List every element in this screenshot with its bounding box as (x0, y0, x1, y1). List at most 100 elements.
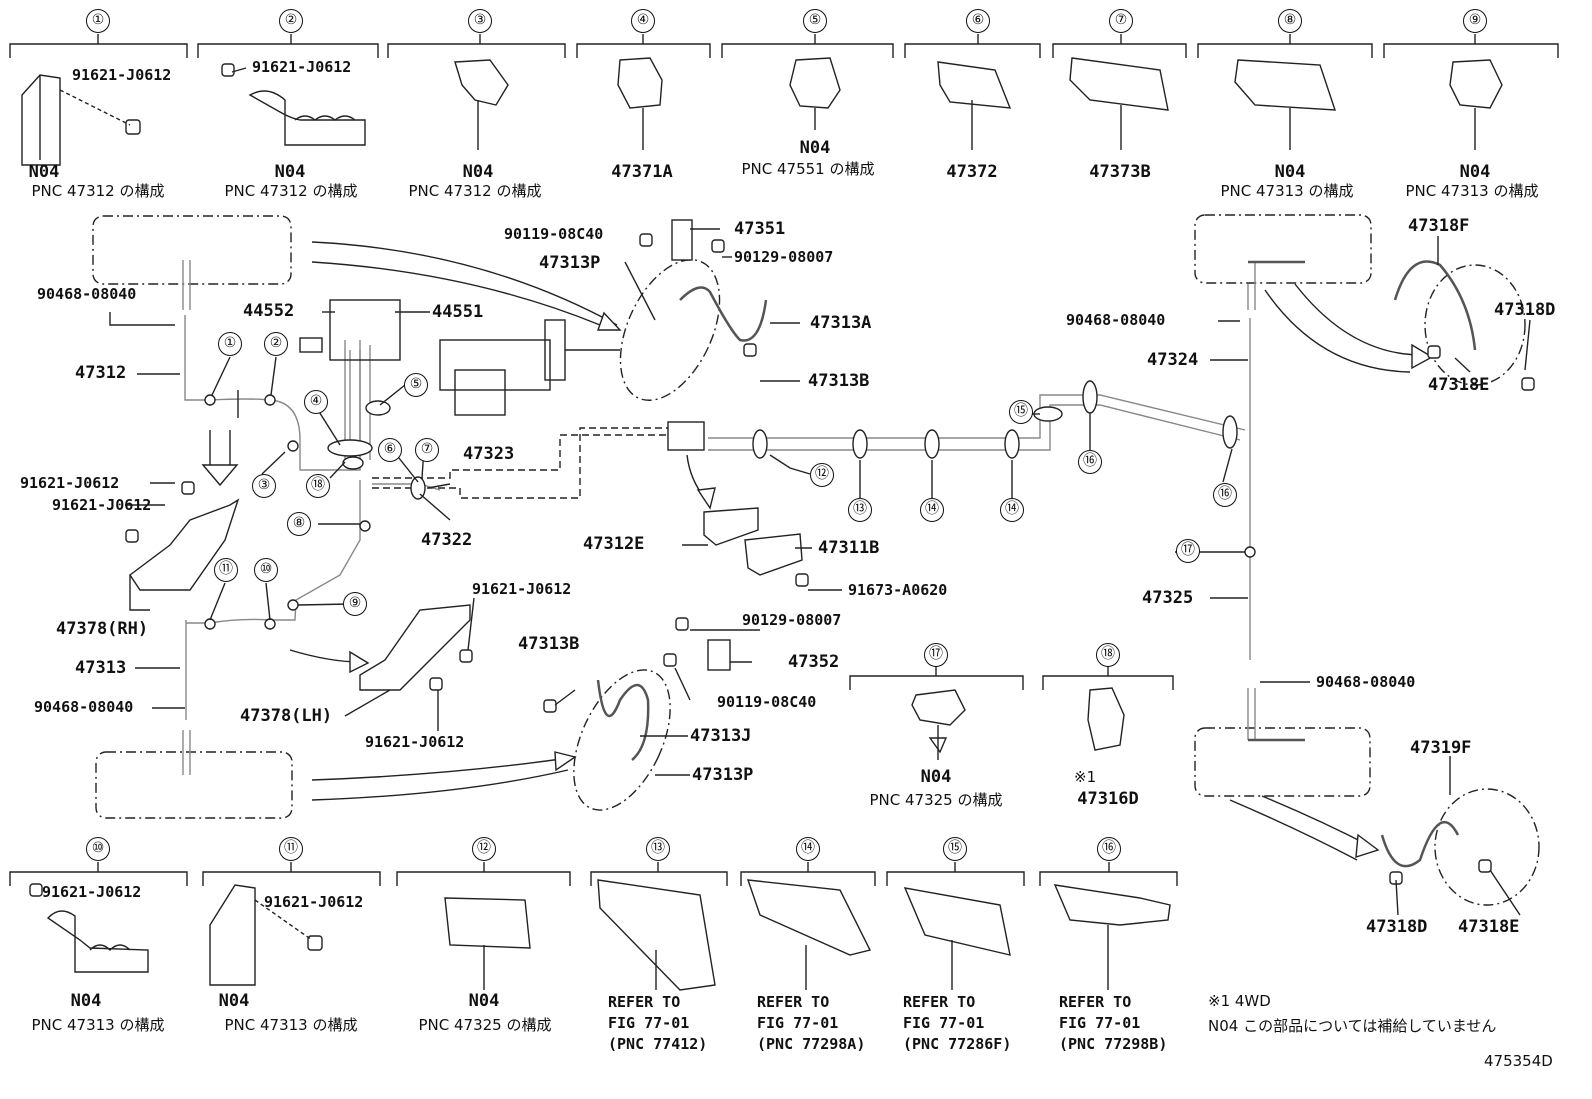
index-marker-8: ⑧ (1278, 9, 1302, 33)
index-marker-10: ⑩ (86, 837, 110, 861)
part-callout: 47313B (808, 371, 870, 391)
part-number-label: 91621-J0612 (42, 883, 142, 901)
part-callout: 91621-J0612 (472, 580, 572, 598)
brake-actuator-sketch (299, 299, 620, 416)
part-callout: 47318F (1408, 216, 1470, 236)
part-callout: 47313P (539, 253, 601, 273)
pnc-caption: PNC 47312 の構成 (31, 182, 165, 200)
part-code-label: N04 (468, 991, 500, 1011)
clip-ref-marker: ⑩ (254, 558, 278, 582)
leader-lines (109, 228, 1531, 916)
part-code-label: N04 (218, 991, 250, 1011)
part-code-label: N04 (28, 162, 60, 182)
part-code-label: N04 (70, 991, 102, 1011)
part-callout: 47311B (818, 538, 880, 558)
refer-to-note: REFER TO FIG 77-01 (PNC 77298B) (1059, 993, 1168, 1053)
clip-ref-marker: ⑦ (415, 438, 439, 462)
index-marker-7: ⑦ (1109, 9, 1133, 33)
part-code-label: N04 (799, 138, 831, 158)
clip-ref-marker: ⑤ (404, 373, 428, 397)
index-marker-6: ⑥ (966, 9, 990, 33)
clip-ref-marker: ⑭ (1000, 498, 1024, 522)
clip-ref-marker: ⑫ (810, 463, 834, 487)
refer-to-note: REFER TO FIG 77-01 (PNC 77298A) (757, 993, 866, 1053)
footer-clip-sketches (29, 879, 1171, 991)
part-code-label: N04 (274, 162, 306, 182)
part-callout: 47313P (692, 765, 754, 785)
supply-note: N04 この部品については補給していません (1208, 1017, 1497, 1035)
part-code-label: 47372 (946, 162, 998, 182)
variant-note: ※1 4WD (1208, 992, 1271, 1010)
part-callout: 91621-J0612 (52, 496, 152, 514)
part-code-label: 47373B (1089, 162, 1151, 182)
part-code-label: N04 (1274, 162, 1306, 182)
part-callout: 44551 (432, 302, 484, 322)
part-callout: 47324 (1147, 350, 1199, 370)
part-callout: 90119-08C40 (504, 225, 604, 243)
index-marker-12: ⑫ (472, 837, 496, 861)
clip-ref-marker: ⑮ (1009, 400, 1033, 424)
index-marker-2: ② (279, 9, 303, 33)
flow-arrows (201, 241, 1434, 861)
part-callout: 90129-08007 (734, 248, 834, 266)
clip-ref-marker: ⑱ (306, 474, 330, 498)
part-callout: 47351 (734, 219, 786, 239)
index-marker-15: ⑮ (943, 837, 967, 861)
part-callout: 47378(LH) (240, 706, 333, 726)
pnc-caption: PNC 47312 の構成 (224, 182, 358, 200)
part-code-label: N04 (920, 767, 952, 787)
clip-ref-marker: ⑨ (343, 592, 367, 616)
part-callout: 47352 (788, 652, 840, 672)
pnc-caption: PNC 47325 の構成 (418, 1016, 552, 1034)
clip-ref-marker: ③ (252, 474, 276, 498)
part-callout: 47319F (1410, 738, 1472, 758)
pnc-caption: PNC 47313 の構成 (31, 1016, 165, 1034)
part-number-label: 91621-J0612 (72, 66, 172, 84)
clip-ref-marker: ④ (304, 390, 328, 414)
part-callout: 91621-J0612 (365, 733, 465, 751)
part-callout: 47313B (518, 634, 580, 654)
index-marker-18: ⑱ (1096, 643, 1120, 667)
part-callout: 47313A (810, 313, 872, 333)
part-callout: 44552 (243, 301, 295, 321)
part-callout: 47313 (75, 658, 127, 678)
index-marker-4: ④ (631, 9, 655, 33)
part-callout: 90468-08040 (1316, 673, 1416, 691)
pnc-caption: PNC 47313 の構成 (224, 1016, 358, 1034)
part-callout: 90468-08040 (37, 285, 137, 303)
part-callout: 90468-08040 (1066, 311, 1166, 329)
part-callout: 47318E (1458, 917, 1520, 937)
index-marker-11: ⑪ (279, 837, 303, 861)
refer-to-note: REFER TO FIG 77-01 (PNC 77286F) (903, 993, 1012, 1053)
clip-ref-marker: ⑪ (214, 558, 238, 582)
index-marker-14: ⑭ (796, 837, 820, 861)
part-callout: 90129-08007 (742, 611, 842, 629)
pnc-caption: PNC 47313 の構成 (1220, 182, 1354, 200)
header-clip-sketches (21, 57, 1503, 166)
header-brackets (9, 34, 1559, 58)
part-callout: 91673-A0620 (848, 581, 948, 599)
part-code-label: N04 (462, 162, 494, 182)
variant-mark: ※1 (1074, 768, 1097, 786)
index-marker-3: ③ (468, 9, 492, 33)
part-callout: 90468-08040 (34, 698, 134, 716)
refer-to-note: REFER TO FIG 77-01 (PNC 77412) (608, 993, 708, 1053)
clip-ref-marker: ⑧ (287, 512, 311, 536)
index-marker-1: ① (86, 9, 110, 33)
part-callout: 47318D (1494, 300, 1556, 320)
part-callout: 90119-08C40 (717, 693, 817, 711)
index-marker-16: ⑯ (1097, 837, 1121, 861)
part-callout: 47318D (1366, 917, 1428, 937)
clip-ref-marker: ⑯ (1078, 450, 1102, 474)
index-marker-5: ⑤ (803, 9, 827, 33)
figure-id: 475354D (1484, 1052, 1553, 1070)
pnc-caption: PNC 47325 の構成 (869, 791, 1003, 809)
part-callout: 47318E (1428, 375, 1490, 395)
part-number-label: 91621-J0612 (252, 58, 352, 76)
clip-ref-marker: ② (264, 332, 288, 356)
part-callout: 91621-J0612 (20, 474, 120, 492)
clip-ref-marker: ⑥ (378, 438, 402, 462)
index-marker-17: ⑰ (924, 643, 948, 667)
part-callout: 47325 (1142, 588, 1194, 608)
